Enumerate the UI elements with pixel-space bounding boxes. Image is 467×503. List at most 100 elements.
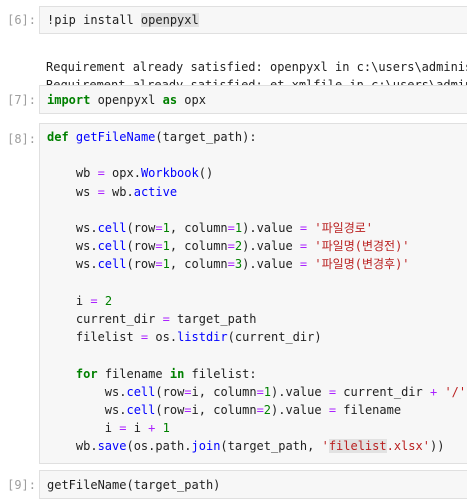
code-text: getFileName(target_path)	[47, 478, 221, 492]
operator: =	[119, 421, 127, 436]
code-text: os.	[148, 330, 178, 345]
code-text: ws	[47, 184, 98, 199]
code-text: filename	[97, 366, 170, 381]
code-text: openpyxl	[90, 93, 163, 107]
number: 2	[104, 293, 113, 308]
function-name: listdir	[177, 330, 228, 345]
code-text: , column	[169, 239, 228, 254]
operator: =	[162, 312, 170, 327]
function-name: cell	[126, 384, 156, 399]
code-text: , column	[198, 403, 257, 418]
code-text: ).value	[242, 239, 300, 254]
code-text: (current_dir)	[227, 330, 322, 345]
code-text: ).value	[242, 221, 300, 236]
code-text: current_dir	[47, 312, 163, 327]
operator: =	[299, 239, 308, 254]
operator: =	[140, 330, 149, 345]
code-text: (row	[155, 403, 185, 418]
cell-8: [8]: def getFileName(target_path): wb = …	[0, 122, 467, 464]
cell-9: [9]: getFileName(target_path)	[0, 468, 467, 503]
code-text: opx.	[104, 166, 141, 181]
function-name: cell	[126, 403, 156, 418]
output-line: Requirement already satisfied: openpyxl …	[46, 60, 467, 74]
cell-prompt: [6]:	[7, 13, 36, 27]
code-text: i	[191, 403, 199, 418]
code-text: ws.	[75, 384, 127, 399]
code-input[interactable]: !pip install openpyxl	[39, 6, 467, 34]
function-name: getFileName	[75, 130, 156, 144]
code-input[interactable]: import openpyxl as opx	[39, 85, 467, 114]
code-text: filename	[336, 403, 402, 418]
string: '	[321, 439, 329, 454]
attribute-name: active	[133, 184, 178, 199]
cell-prompt: [9]:	[7, 478, 36, 492]
operator: =	[184, 403, 192, 418]
code-text: target_path	[169, 312, 257, 327]
operator: +	[429, 384, 438, 399]
code-text: i	[126, 421, 149, 436]
code-input[interactable]: def getFileName(target_path): wb = opx.W…	[39, 123, 467, 464]
code-text: ws.	[75, 403, 127, 418]
operator: =	[90, 293, 98, 308]
string: .xlsx'	[386, 439, 430, 454]
cell-7: [7]: import openpyxl as opx	[0, 82, 467, 118]
code-text: ws.	[47, 239, 98, 254]
number: 1	[162, 257, 170, 272]
function-name: join	[191, 439, 221, 454]
operator: =	[227, 257, 235, 272]
function-name: cell	[97, 239, 127, 254]
code-text: wb.	[104, 184, 134, 199]
operator: =	[227, 239, 235, 254]
code-input[interactable]: getFileName(target_path)	[39, 470, 467, 499]
cell-prompt: [7]:	[7, 93, 36, 107]
code-text: (os.path.	[126, 439, 192, 454]
code-text: !pip install	[47, 13, 141, 27]
code-text: (row	[126, 221, 156, 236]
number: 1	[263, 384, 272, 399]
function-name: cell	[97, 257, 127, 272]
keyword: as	[162, 93, 178, 107]
code-text: (row	[126, 239, 156, 254]
string: '/'	[444, 384, 467, 399]
code-text: ).value	[271, 403, 329, 418]
string: '파일경로'	[314, 221, 374, 236]
code-text: filelist:	[184, 366, 257, 381]
operator: =	[227, 221, 235, 236]
code-text: ).value	[242, 257, 300, 272]
code-text: , column	[198, 384, 257, 399]
code-text: (target_path,	[220, 439, 322, 454]
number: 1	[162, 221, 170, 236]
function-name: Workbook	[140, 166, 199, 181]
operator: =	[299, 221, 308, 236]
code-text: wb	[47, 166, 98, 181]
operator: =	[155, 221, 163, 236]
code-text: ws.	[47, 221, 98, 236]
number: 2	[263, 403, 272, 418]
code-text: current_dir	[336, 384, 430, 399]
number: 1	[162, 239, 170, 254]
code-text: filelist	[47, 330, 141, 345]
code-text: (target_path):	[155, 130, 257, 144]
code-text: (row	[155, 384, 185, 399]
code-text: ws.	[47, 257, 98, 272]
code-text: , column	[169, 257, 228, 272]
operator: =	[256, 384, 264, 399]
operator: =	[155, 257, 163, 272]
operator: =	[184, 384, 192, 399]
operator: =	[328, 403, 337, 418]
keyword: for	[75, 366, 98, 381]
string: '파일명(변경후)'	[314, 257, 410, 272]
code-text: ).value	[271, 384, 329, 399]
function-name: save	[97, 439, 127, 454]
function-name: cell	[97, 221, 127, 236]
operator: =	[97, 166, 105, 181]
code-text: i	[191, 384, 199, 399]
code-text: , column	[169, 221, 228, 236]
code-text: (row	[126, 257, 156, 272]
keyword: def	[47, 130, 69, 144]
code-text: wb.	[47, 439, 98, 454]
string-highlight: filelist	[328, 439, 387, 454]
number: 1	[234, 221, 243, 236]
operator: =	[328, 384, 337, 399]
string: '파일명(변경전)'	[314, 239, 410, 254]
